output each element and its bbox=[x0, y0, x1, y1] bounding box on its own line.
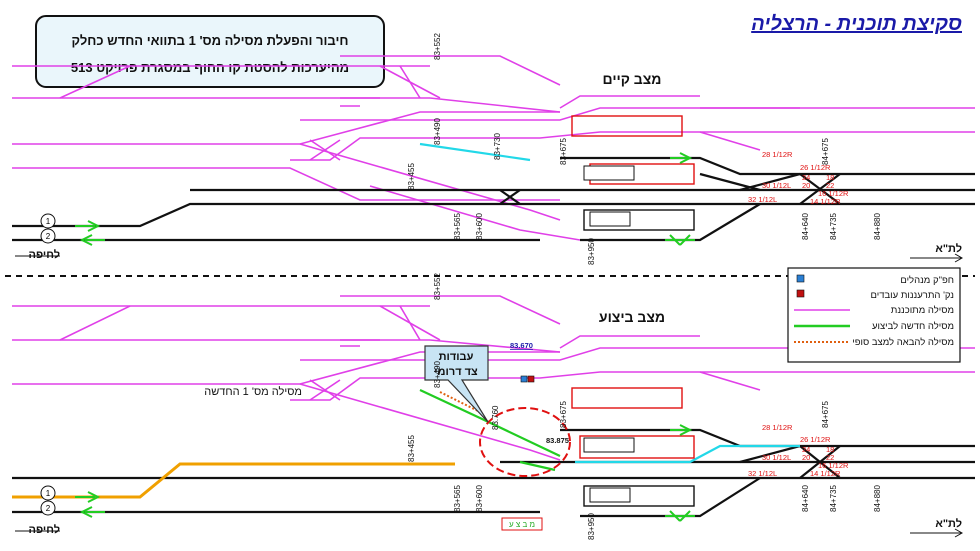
top-km-84-880: 84+880 bbox=[873, 213, 882, 240]
km-83-875: 83.875 bbox=[546, 436, 569, 445]
top-switch-30: 30 1/12L bbox=[762, 181, 791, 190]
top-km-83-552: 83+552 bbox=[433, 33, 442, 60]
top-km-83-730: 83+730 bbox=[493, 133, 502, 160]
bottom-switch-30: 30 1/12L bbox=[762, 453, 791, 462]
bottom-stamp-text: מ ב צ ע bbox=[509, 520, 535, 529]
bottom-switch-20: 20 bbox=[802, 453, 810, 462]
top-km-84-640: 84+640 bbox=[801, 213, 810, 240]
top-km-83-490: 83+490 bbox=[433, 118, 442, 145]
top-to-haifa-label: לחיפה bbox=[29, 248, 60, 261]
works-callout-line1: עבודות bbox=[439, 351, 474, 363]
bottom-km-labels: 83+552 83+490 83+455 83+675 83+565 83+60… bbox=[407, 273, 882, 540]
works-callout-line2: צד דרומי bbox=[434, 366, 478, 378]
works-callout: עבודות צד דרומי bbox=[424, 345, 489, 423]
bottom-switch-16: 16 1/12R bbox=[818, 461, 849, 470]
km-83-760: 83.760 bbox=[491, 405, 500, 430]
top-km-83-950: 83+950 bbox=[587, 238, 596, 265]
top-km-84-735: 84+735 bbox=[829, 213, 838, 240]
bottom-switch-24: 24 bbox=[802, 445, 810, 454]
header-box: חיבור והפעלת מסילה מס' 1 בתוואי החדש כחל… bbox=[35, 15, 385, 88]
bottom-switch-22: 22 bbox=[826, 453, 834, 462]
top-km-83-565: 83+565 bbox=[453, 213, 462, 240]
bottom-track-numbers: 1 2 bbox=[40, 485, 56, 516]
top-direction-arrows bbox=[75, 152, 695, 246]
top-switch-32: 32 1/12L bbox=[748, 195, 777, 204]
legend-label-managers: חפ"ק מנהלים bbox=[900, 274, 954, 286]
top-km-84-675: 84+675 bbox=[821, 138, 830, 165]
managers-post-marker bbox=[520, 375, 528, 383]
top-track-number-1: 1 bbox=[46, 217, 51, 226]
bottom-km-83-565: 83+565 bbox=[453, 485, 462, 512]
works-zone-ellipse bbox=[479, 407, 571, 477]
legend-swatch-managers bbox=[796, 274, 805, 283]
top-switch-20: 20 bbox=[802, 181, 810, 190]
header-box-line1: חיבור והפעלת מסילה מס' 1 בתוואי החדש כחל… bbox=[71, 33, 348, 48]
top-switch-16: 16 1/12R bbox=[818, 189, 849, 198]
legend-label-final: מסילה להבאה למצב סופי bbox=[852, 336, 954, 348]
bottom-to-haifa-label: לחיפה bbox=[29, 523, 60, 536]
page-title: סקיצת תוכנית - הרצליה bbox=[751, 13, 962, 35]
legend: חפ"ק מנהלים נק' התרעננות עובדים מסילה מת… bbox=[787, 267, 961, 363]
top-to-tlv-label: לת"א bbox=[935, 242, 962, 255]
bottom-km-83-455: 83+455 bbox=[407, 435, 416, 462]
top-panel: מצב קיים bbox=[12, 33, 975, 265]
top-to-tlv-arrow bbox=[910, 253, 964, 263]
rest-point-marker bbox=[527, 375, 535, 383]
bottom-panel: מצב ביצוע bbox=[12, 273, 975, 540]
bottom-km-84-880: 84+880 bbox=[873, 485, 882, 512]
top-panel-label: מצב קיים bbox=[603, 71, 662, 87]
top-track-number-2: 2 bbox=[46, 232, 51, 241]
bottom-km-83-950: 83+950 bbox=[587, 513, 596, 540]
top-switch-18: 18 bbox=[826, 173, 834, 182]
legend-label-planned: מסילה מתוכננת bbox=[891, 304, 954, 316]
top-switch-labels: 28 1/12R 26 1/12R 24 18 20 22 30 1/12L 1… bbox=[748, 150, 849, 206]
top-km-83-600: 83+600 bbox=[475, 213, 484, 240]
bottom-stamp: מ ב צ ע bbox=[501, 517, 543, 531]
bottom-km-83-490: 83+490 bbox=[433, 361, 442, 388]
bottom-switch-labels: 28 1/12R 26 1/12R 24 18 20 22 30 1/12L 1… bbox=[748, 423, 849, 478]
bottom-km-83-552: 83+552 bbox=[433, 273, 442, 300]
bottom-switch-18: 18 bbox=[826, 445, 834, 454]
top-switch-14: 14 1/12R bbox=[810, 197, 841, 206]
legend-swatch-rest-point bbox=[796, 289, 805, 298]
new-track-label: מסילה מס' 1 החדשה bbox=[204, 385, 302, 398]
bottom-km-84-735: 84+735 bbox=[829, 485, 838, 512]
top-km-83-675: 83+675 bbox=[559, 138, 568, 165]
bottom-km-84-675: 84+675 bbox=[821, 401, 830, 428]
top-switch-24: 24 bbox=[802, 173, 810, 182]
bottom-direction-arrows bbox=[75, 424, 695, 522]
legend-label-new: מסילה חדשה לביצוע bbox=[872, 320, 954, 332]
top-planned-tracks bbox=[12, 55, 975, 241]
bottom-track-number-1: 1 bbox=[46, 489, 51, 498]
bottom-panel-label: מצב ביצוע bbox=[599, 309, 665, 325]
top-switch-28: 28 1/12R bbox=[762, 150, 793, 159]
top-track-numbers: 1 2 bbox=[40, 213, 56, 244]
bottom-km-84-640: 84+640 bbox=[801, 485, 810, 512]
top-switch-26: 26 1/12R bbox=[800, 163, 831, 172]
km-blue-label: 83.670 bbox=[510, 341, 533, 350]
top-platforms bbox=[571, 115, 695, 231]
bottom-km-83-675: 83+675 bbox=[559, 401, 568, 428]
bottom-platforms bbox=[571, 387, 695, 507]
top-km-labels: 83+552 83+490 83+730 83+455 83+675 83+56… bbox=[407, 33, 882, 265]
top-km-83-455: 83+455 bbox=[407, 163, 416, 190]
bottom-km-83-600: 83+600 bbox=[475, 485, 484, 512]
bottom-switch-26: 26 1/12R bbox=[800, 435, 831, 444]
bottom-to-tlv-label: לת"א bbox=[935, 517, 962, 530]
bottom-switch-32: 32 1/12L bbox=[748, 469, 777, 478]
bottom-track-number-2: 2 bbox=[46, 504, 51, 513]
bottom-switch-14: 14 1/12R bbox=[810, 469, 841, 478]
bottom-switch-28: 28 1/12R bbox=[762, 423, 793, 432]
header-box-line2: מהיערכות להסטת קו החוף במסגרת פרויקט 513 bbox=[71, 60, 349, 75]
legend-label-rest-point: נק' התרעננות עובדים bbox=[871, 290, 954, 301]
top-switch-22: 22 bbox=[826, 181, 834, 190]
bottom-to-tlv-arrow bbox=[910, 528, 964, 538]
